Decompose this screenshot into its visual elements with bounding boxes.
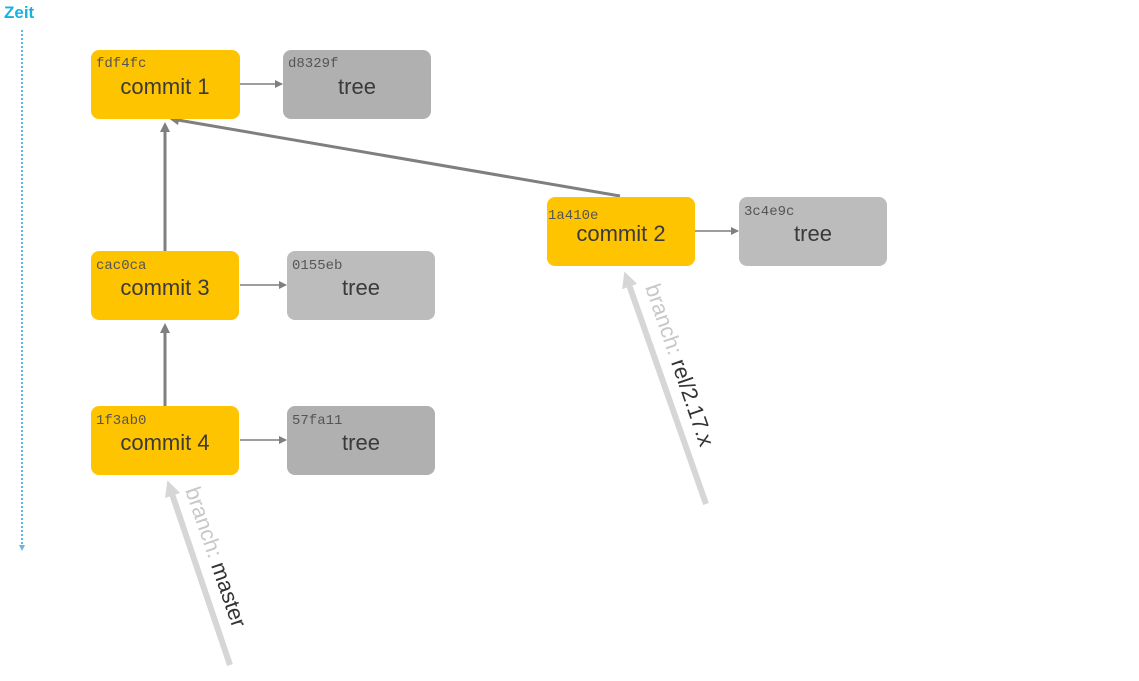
branch-pointer-master: branch: master (164, 480, 252, 666)
commit-node-commit-3: cac0ca commit 3 (91, 251, 239, 320)
branch-prefix: branch: (640, 280, 690, 363)
tree-box (283, 50, 431, 119)
commit-hash: 1a410e (548, 208, 598, 224)
tree-edges (240, 80, 739, 444)
commit-hash: 1f3ab0 (96, 413, 146, 429)
branch-pointer-rel-2-17-x: branch: rel/2.17.x (622, 271, 719, 505)
tree-hash: 3c4e9c (744, 204, 794, 220)
tree-box (287, 406, 435, 475)
tree-node-commit-2: 3c4e9c tree (739, 197, 887, 266)
branch-prefix: branch: (180, 483, 230, 566)
commit-box (91, 406, 239, 475)
commit-node-commit-1: fdf4fc commit 1 (91, 50, 240, 119)
tree-hash: d8329f (288, 56, 338, 72)
commit-node-commit-2: 1a410e commit 2 (547, 197, 695, 266)
branch-arrow (164, 480, 233, 666)
tree-label: tree (342, 430, 380, 455)
tree-hash: 0155eb (292, 258, 342, 274)
commit-box (547, 197, 695, 266)
time-axis: Zeit (4, 3, 35, 551)
tree-label: tree (338, 74, 376, 99)
time-axis-label: Zeit (4, 3, 35, 22)
tree-node-commit-3: 0155eb tree (287, 251, 435, 320)
commit-label: commit 4 (120, 430, 209, 455)
commit-box (91, 251, 239, 320)
commit-label: commit 1 (120, 74, 209, 99)
tree-hash: 57fa11 (292, 413, 342, 429)
tree-box (739, 197, 887, 266)
tree-label: tree (342, 275, 380, 300)
branch-name: rel/2.17.x (666, 356, 719, 450)
tree-node-commit-4: 57fa11 tree (287, 406, 435, 475)
parent-edge-commit2-to-commit1 (169, 115, 621, 198)
parent-edges (160, 115, 621, 406)
tree-node-commit-1: d8329f tree (283, 50, 431, 119)
branch-arrow (622, 271, 709, 505)
commit-hash: fdf4fc (96, 56, 146, 72)
tree-label: tree (794, 221, 832, 246)
commit-label: commit 2 (576, 221, 665, 246)
commit-hash: cac0ca (96, 258, 146, 274)
tree-box (287, 251, 435, 320)
commit-box (91, 50, 240, 119)
commit-label: commit 3 (120, 275, 209, 300)
commit-node-commit-4: 1f3ab0 commit 4 (91, 406, 239, 475)
